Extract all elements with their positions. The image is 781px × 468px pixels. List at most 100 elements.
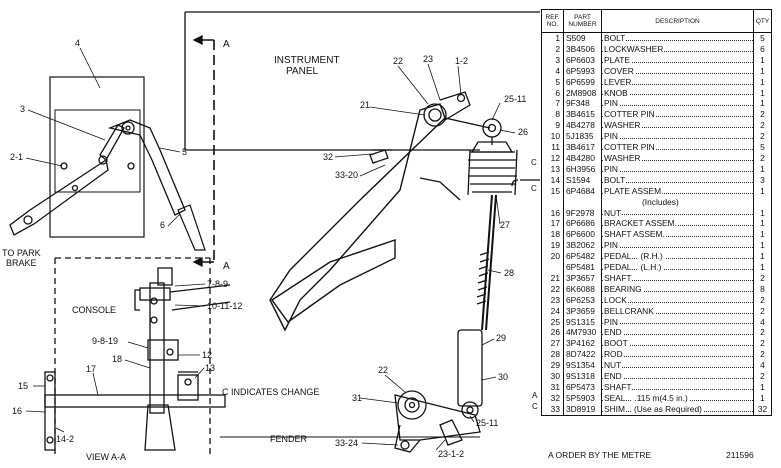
cell-ref-no: 3 [541,54,564,66]
callout-4: 4 [75,38,80,48]
cell-ref-no: 17 [541,218,564,230]
cell-ref-no: 23 [541,294,564,306]
callout-12: 12 [202,350,212,360]
cell-part-number: 9S1354 [563,360,602,372]
cell-qty: 3 [753,174,772,186]
description-text: PLATE ASSEM. [604,185,665,196]
cell-ref-no: 28 [541,349,564,361]
cell-ref-no: 27 [541,338,564,350]
cell-description: PIN [601,163,754,175]
cell-ref-no: 18 [541,229,564,241]
cell-qty: 2 [753,371,772,382]
description-text: WASHER [604,120,642,131]
cell-part-number: 9S1315 [563,316,602,328]
description-text: PIN [604,240,619,251]
cell-description: COVER [601,65,754,77]
cell-part-number: 9F348 [563,98,602,110]
cell-qty: 2 [753,349,772,361]
cell-ref-no: 5 [541,76,564,88]
cell-part-number: S1594 [563,174,602,186]
cell-description: END [601,371,754,382]
cell-description: PLATE ASSEM. [601,185,754,197]
description-text: COTTER PIN [604,142,656,153]
cell-qty: 4 [753,360,772,372]
description-note: (L.H.) [638,262,664,273]
description-text: BEARING [604,283,643,294]
cell-description: WASHER [601,120,754,132]
cell-ref-no: 16 [541,207,564,219]
description-text: BRACKET ASSEM. [604,218,678,229]
callout-30: 30 [498,372,508,382]
callout-22-bottom: 22 [378,365,388,375]
callout-33-20: 33-20 [335,170,358,180]
description-text: SHIM [604,403,626,414]
cell-part-number: 9F2978 [563,207,602,219]
view-aa-label: VIEW A-A [86,452,126,462]
cell-qty: 1 [753,87,772,99]
description-text: SHAFT [604,382,633,392]
description-text: PEDAL [604,251,633,262]
description-text: END [604,371,623,382]
cell-description: SEAL.115 m(4.5 in.) [601,392,754,404]
callout-22-top: 22 [393,56,403,66]
callout-2-1: 2-1 [10,152,23,162]
description-text: SEAL [604,392,627,403]
description-text: COTTER PIN [604,109,656,120]
cell-part-number: 2M8908 [563,87,602,99]
cell-part-number: 3P4162 [563,338,602,350]
callout-18: 18 [112,354,122,364]
cell-description: SHAFT [601,272,754,284]
description-text: PIN [604,98,619,109]
c-indicates-change-label: C INDICATES CHANGE [222,387,319,397]
cell-qty: 1 [753,229,772,241]
cell-ref-no: 13 [541,163,564,175]
cell-part-number: 5J1835 [563,131,602,143]
cell-qty: 1 [753,262,772,273]
description-text: KNOB [604,87,629,98]
cell-part-number [563,196,602,208]
cell-qty: 2 [753,338,772,350]
cell-ref-no: 2 [541,43,564,55]
cell-part-number: 6P4684 [563,185,602,197]
cell-description: BELLCRANK [601,305,754,317]
callout-16: 16 [12,406,22,416]
cell-description: PIN [601,316,754,328]
cell-qty: 2 [753,272,772,284]
callout-15: 15 [18,381,28,391]
callout-3: 3 [20,104,25,114]
cell-ref-no: 32 [541,392,564,404]
callout-26: 26 [518,127,528,137]
header-part-number: PART NUMBER [563,9,602,33]
cell-description: LOCK [601,294,754,306]
description-note: (R.H.) [638,251,665,262]
cell-part-number: 4M7930 [563,327,602,339]
cell-qty [753,196,772,208]
callout-33-24: 33-24 [335,438,358,448]
callout-14-2: 14-2 [56,434,74,444]
header-qty: QTY [753,9,772,33]
description-text: LOCK [604,294,628,305]
description-text: (Includes) [642,196,680,207]
callout-13: 13 [205,363,215,373]
fender-label: FENDER [270,434,308,444]
cell-ref-no: 8 [541,109,564,121]
cell-qty: 2 [753,152,772,164]
row-mark: A [532,390,538,400]
cell-part-number: 5P5903 [563,392,602,404]
cell-part-number: S509 [563,32,602,44]
cell-part-number: 3B4615 [563,109,602,121]
cell-part-number: 6P5481 [563,262,602,273]
